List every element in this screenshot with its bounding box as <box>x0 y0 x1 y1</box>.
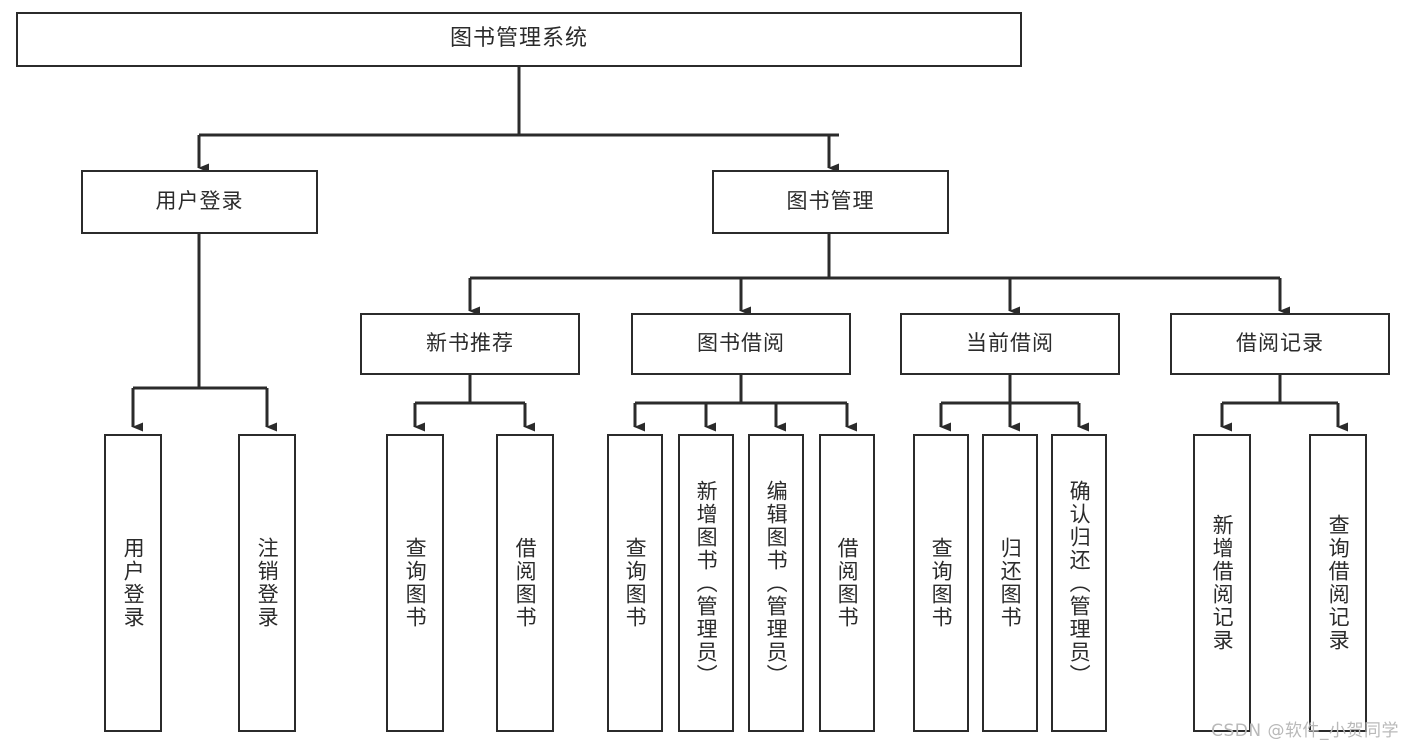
leaf-borrow-book-borrow-label: 借阅图书 <box>835 537 860 629</box>
leaf-return-book-label: 归还图书 <box>998 537 1023 629</box>
leaf-user-login[interactable]: 用户登录 <box>104 434 162 732</box>
node-book-management-label: 图书管理 <box>786 189 875 214</box>
leaf-logout[interactable]: 注销登录 <box>238 434 296 732</box>
leaf-query-book-newbook-label: 查询图书 <box>403 537 428 629</box>
leaf-query-book-current-label: 查询图书 <box>929 537 954 629</box>
leaf-query-book-borrow[interactable]: 查询图书 <box>607 434 663 732</box>
node-book-management[interactable]: 图书管理 <box>712 170 949 234</box>
leaf-edit-book-admin[interactable]: 编辑图书（管理员） <box>748 434 804 732</box>
leaf-logout-label: 注销登录 <box>255 537 280 629</box>
leaf-confirm-return-admin-label: 确认归还（管理员） <box>1067 479 1092 687</box>
leaf-add-book-admin[interactable]: 新增图书（管理员） <box>678 434 734 732</box>
node-user-login-label: 用户登录 <box>155 189 244 214</box>
node-current-borrow-label: 当前借阅 <box>966 331 1054 356</box>
leaf-query-borrow-record-label: 查询借阅记录 <box>1326 514 1351 652</box>
leaf-query-book-newbook[interactable]: 查询图书 <box>386 434 444 732</box>
leaf-query-book-current[interactable]: 查询图书 <box>913 434 969 732</box>
node-current-borrow[interactable]: 当前借阅 <box>900 313 1120 375</box>
leaf-edit-book-admin-label: 编辑图书（管理员） <box>764 479 789 687</box>
node-new-book-recommend-label: 新书推荐 <box>426 331 514 356</box>
node-borrow-records[interactable]: 借阅记录 <box>1170 313 1390 375</box>
node-root[interactable]: 图书管理系统 <box>16 12 1022 67</box>
leaf-add-book-admin-label: 新增图书（管理员） <box>694 479 719 687</box>
watermark: CSDN @软件_小贺同学 <box>1211 721 1399 741</box>
leaf-add-borrow-record-label: 新增借阅记录 <box>1210 514 1235 652</box>
node-user-login[interactable]: 用户登录 <box>81 170 318 234</box>
node-root-label: 图书管理系统 <box>449 26 588 52</box>
leaf-confirm-return-admin[interactable]: 确认归还（管理员） <box>1051 434 1107 732</box>
leaf-query-borrow-record[interactable]: 查询借阅记录 <box>1309 434 1367 732</box>
leaf-add-borrow-record[interactable]: 新增借阅记录 <box>1193 434 1251 732</box>
leaf-return-book[interactable]: 归还图书 <box>982 434 1038 732</box>
node-new-book-recommend[interactable]: 新书推荐 <box>360 313 580 375</box>
node-book-borrow[interactable]: 图书借阅 <box>631 313 851 375</box>
node-book-borrow-label: 图书借阅 <box>697 331 785 356</box>
leaf-borrow-book-newbook-label: 借阅图书 <box>513 537 538 629</box>
node-borrow-records-label: 借阅记录 <box>1236 331 1324 356</box>
leaf-user-login-label: 用户登录 <box>121 537 146 629</box>
leaf-borrow-book-newbook[interactable]: 借阅图书 <box>496 434 554 732</box>
leaf-borrow-book-borrow[interactable]: 借阅图书 <box>819 434 875 732</box>
leaf-query-book-borrow-label: 查询图书 <box>623 537 648 629</box>
